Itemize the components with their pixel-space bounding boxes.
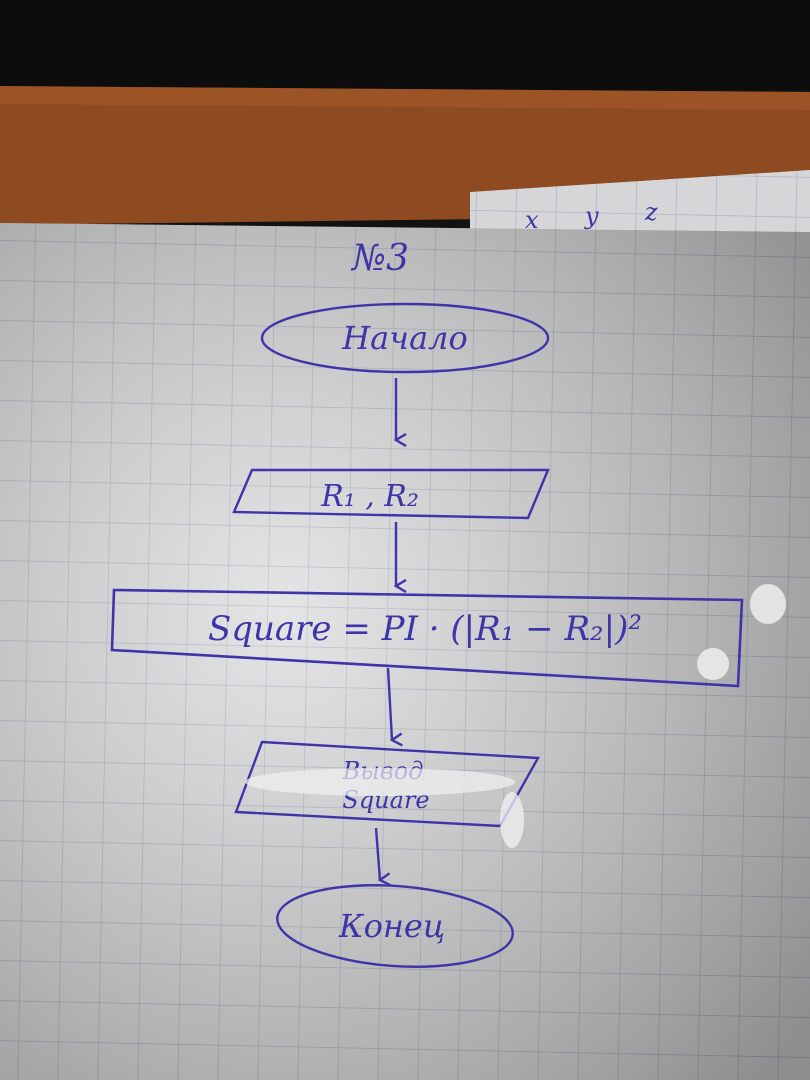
arrow-output-to-end xyxy=(374,827,380,880)
input-parallelogram xyxy=(232,468,550,520)
input-label: R₁ , R₂ xyxy=(320,479,419,514)
back-sheet-label-y: y xyxy=(584,202,599,230)
process-rectangle xyxy=(110,588,744,688)
start-terminator-shape xyxy=(260,302,550,374)
output-parallelogram xyxy=(234,740,540,828)
end-label: Конец xyxy=(338,907,445,945)
correction-fluid-smudge xyxy=(500,792,524,848)
process-formula: Square = PI · (|R₁ − R₂|)² xyxy=(208,609,642,649)
correction-fluid-smudge xyxy=(245,768,515,796)
arrow-process-to-output xyxy=(386,667,392,740)
start-label: Начало xyxy=(341,319,468,357)
correction-fluid-smudge xyxy=(750,584,786,624)
back-sheet-label-z: z xyxy=(644,198,658,226)
correction-fluid-smudge xyxy=(697,648,729,680)
end-terminator-shape xyxy=(276,884,514,968)
task-number: №3 xyxy=(350,238,409,279)
back-sheet-label-x: x xyxy=(525,206,539,234)
dark-background xyxy=(0,0,810,90)
